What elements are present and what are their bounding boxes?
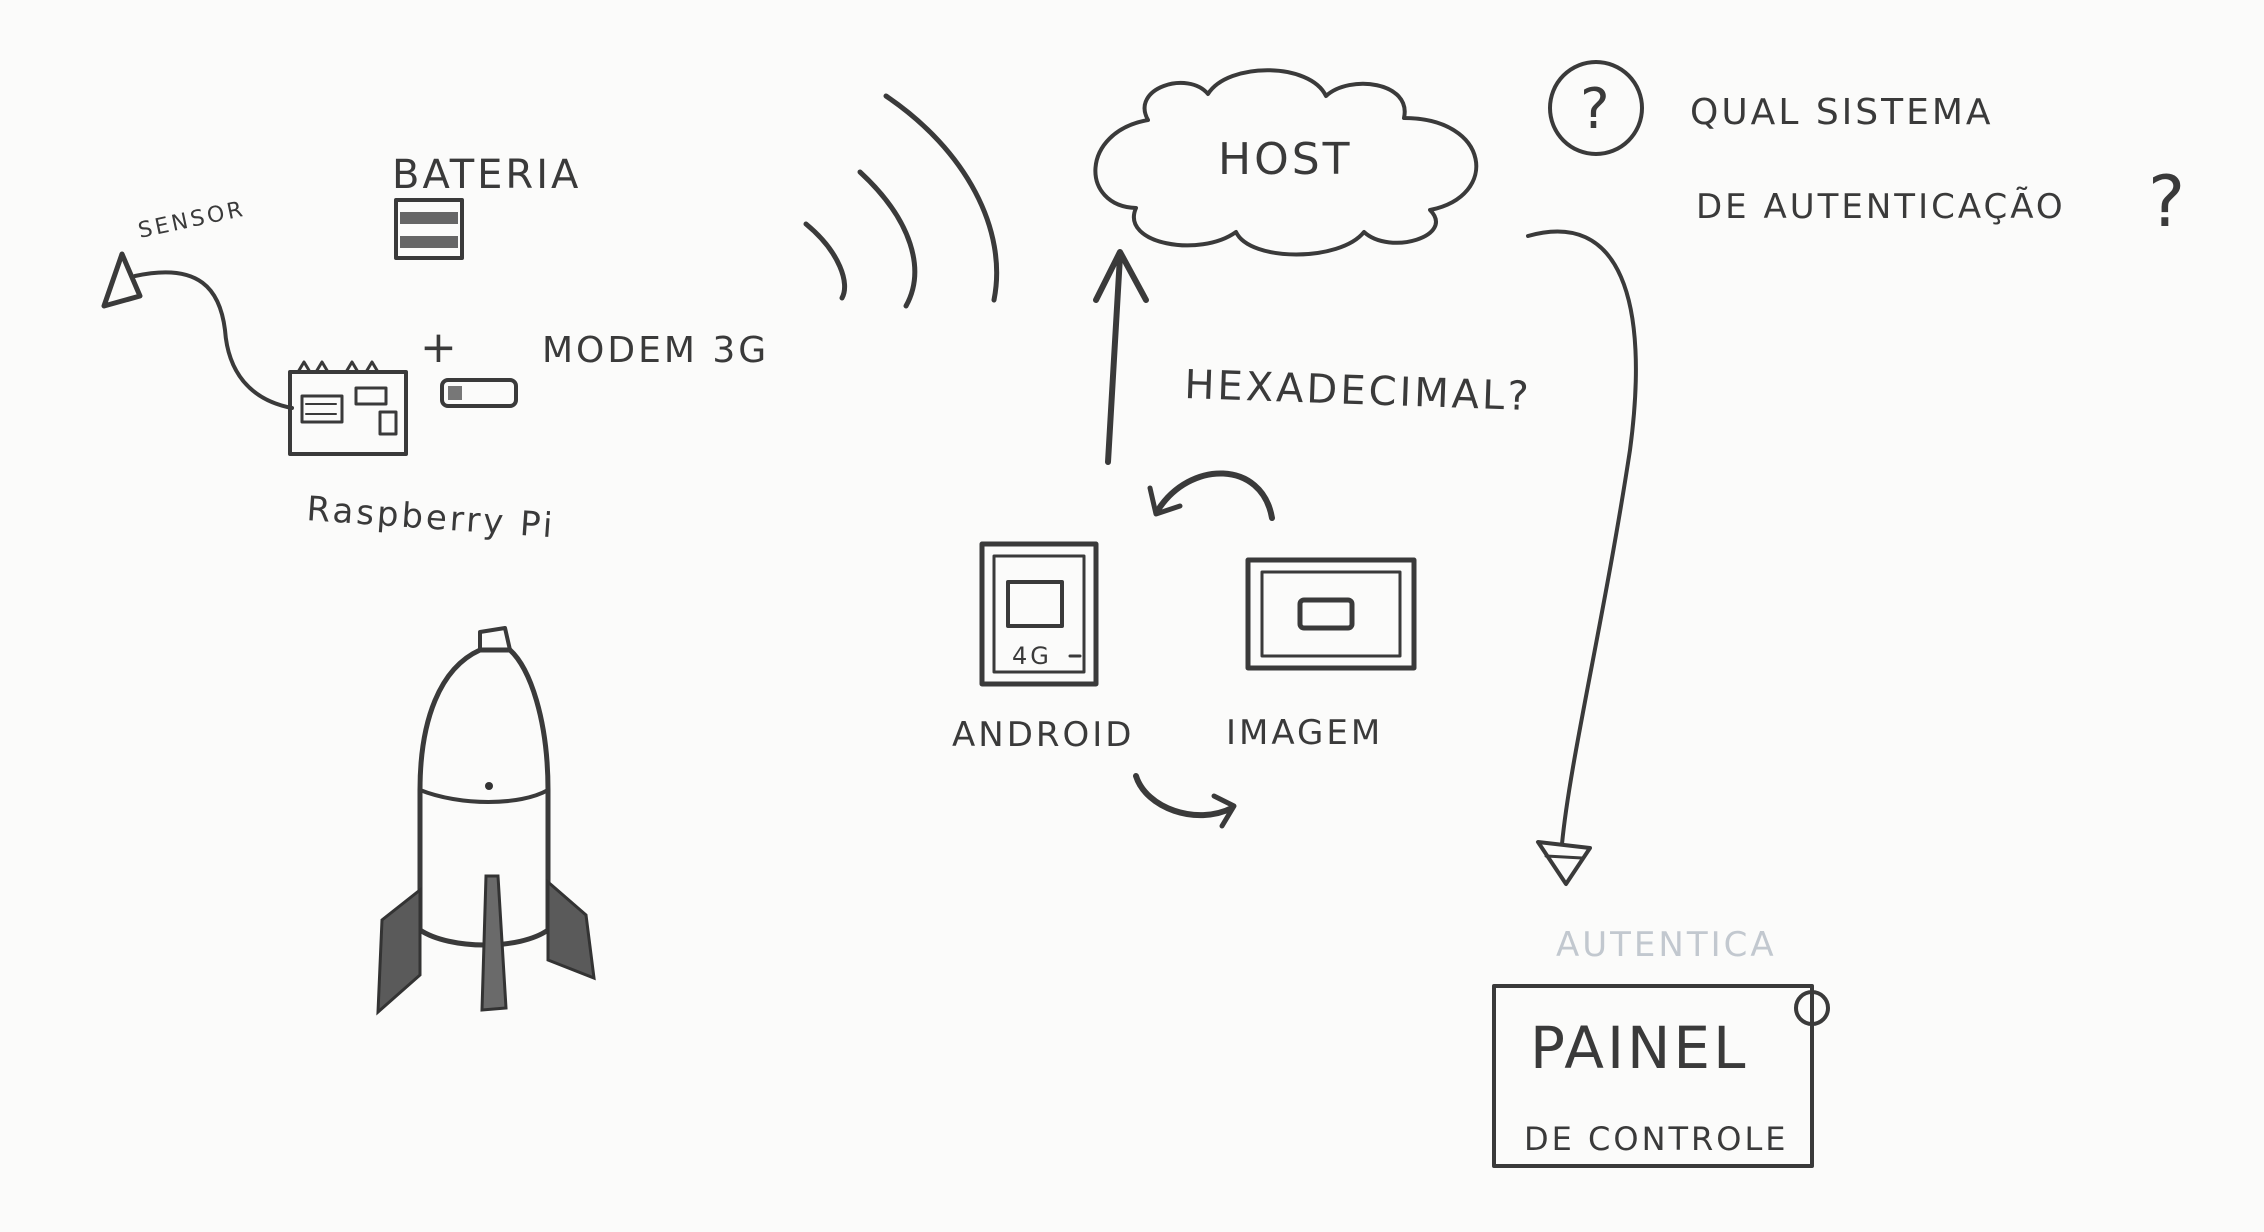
modem-label: MODEM 3G — [542, 330, 769, 371]
raspberry-pi-board — [288, 360, 408, 456]
sensor-cable — [133, 270, 294, 410]
android-label: ANDROID — [952, 715, 1134, 755]
question-circle-icon — [1548, 60, 1644, 156]
rocket-icon — [376, 626, 596, 1016]
question-circle-mark: ? — [1580, 77, 1613, 142]
authenticates-label: AUTENTICA — [1556, 925, 1777, 965]
android-screen-text: 4G — [1012, 642, 1052, 670]
host-to-panel-arrow-icon — [1526, 229, 1638, 886]
image-label: IMAGEM — [1226, 713, 1383, 753]
question-line1: QUAL SISTEMA — [1690, 92, 1994, 133]
plus-sign: + — [420, 322, 460, 373]
host-label: HOST — [1218, 134, 1353, 185]
cycle-arrow-bottom-icon — [1133, 773, 1237, 829]
control-panel-box — [1492, 984, 1830, 1168]
upload-arrow-icon — [1093, 249, 1149, 465]
panel-subtitle: DE CONTROLE — [1524, 1120, 1789, 1158]
raspberry-label: Raspberry Pi — [305, 489, 556, 546]
modem-icon — [440, 378, 518, 408]
host-cloud — [1093, 68, 1479, 257]
wireless-signal-icon — [803, 93, 1000, 309]
cycle-arrow-top-icon — [1147, 470, 1275, 521]
android-phone-icon — [979, 541, 1099, 687]
question-tail: ? — [2148, 161, 2188, 243]
hexadecimal-label: HEXADECIMAL? — [1184, 362, 1533, 420]
image-frame-icon — [1245, 557, 1417, 671]
battery-icon — [394, 198, 464, 260]
sensor-icon — [101, 251, 143, 309]
question-line2: DE AUTENTICAÇÃO — [1696, 187, 2066, 227]
panel-title: PAINEL — [1530, 1014, 1748, 1082]
battery-label: BATERIA — [392, 152, 581, 198]
sensor-label: SENSOR — [136, 197, 248, 244]
